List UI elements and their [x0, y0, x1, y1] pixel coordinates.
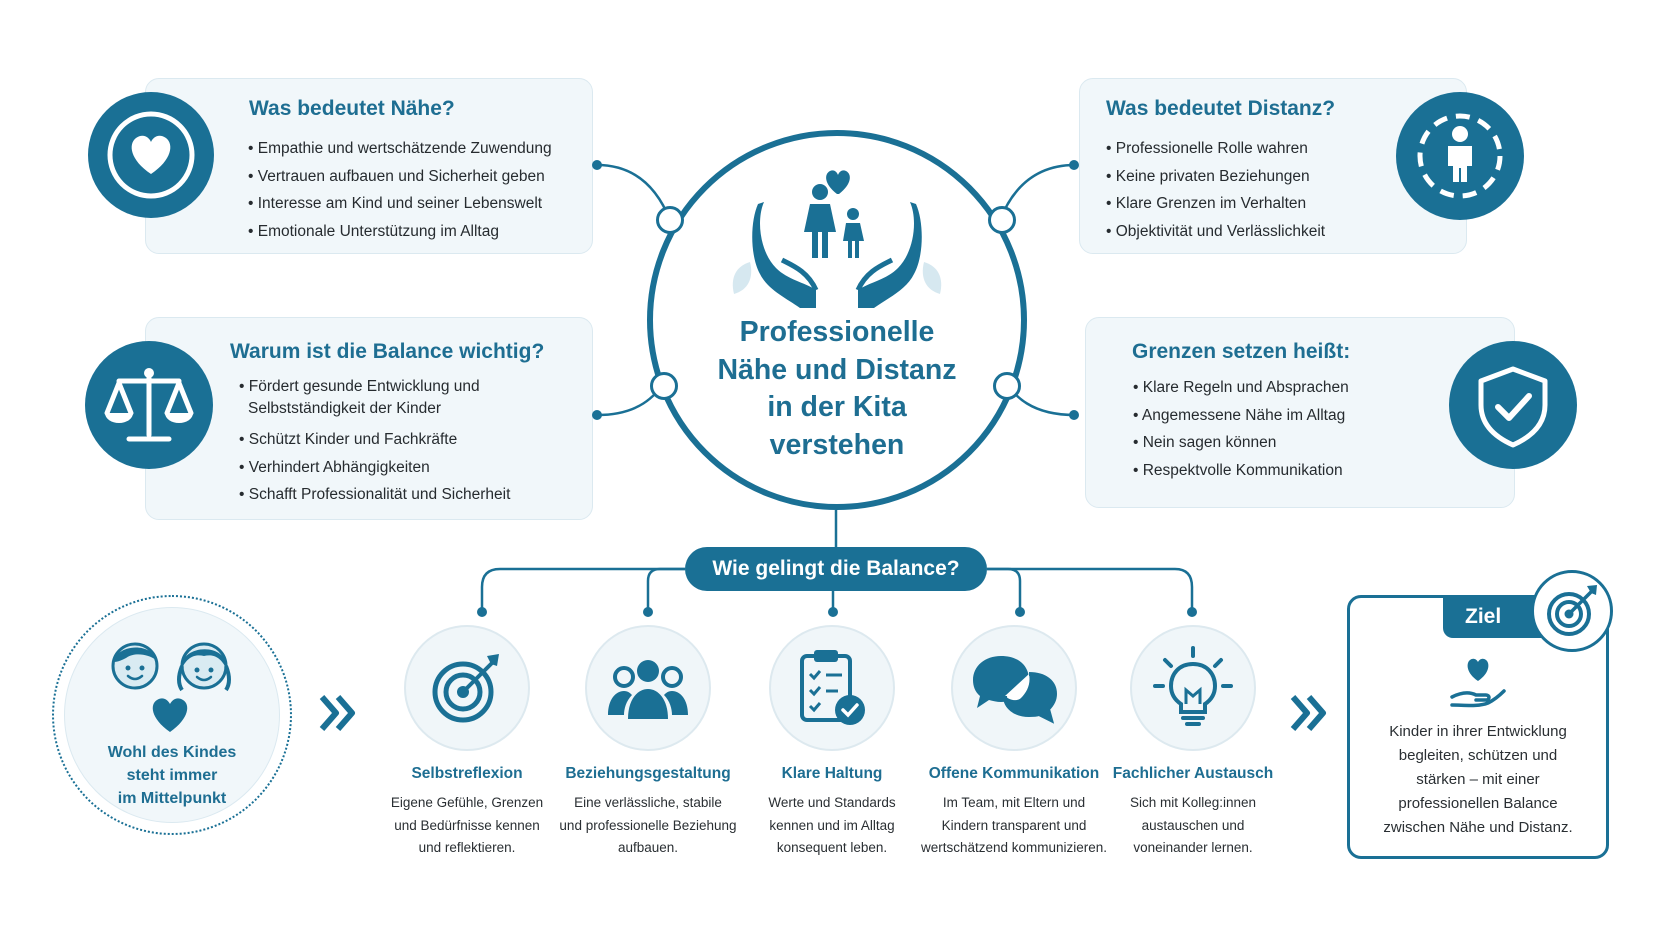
step-line: konsequent leben.	[776, 840, 888, 855]
connector-dot	[592, 410, 602, 420]
chevron-right-icon	[318, 693, 360, 733]
step-line: kennen und im Alltag	[769, 817, 895, 833]
ziel-line: stärken – mit einer	[1416, 771, 1540, 788]
wohl-line: im Mittelpunkt	[117, 790, 227, 807]
step-text: Sich mit Kolleg:innen austauschen und vo…	[1093, 792, 1293, 860]
step-klare-haltung	[769, 625, 895, 751]
card-grenzen-title: Grenzen setzen heißt:	[1132, 340, 1351, 363]
children-heart-icon	[104, 634, 240, 734]
step-title: Selbstreflexion	[411, 765, 523, 782]
scales-icon	[85, 341, 213, 469]
card-balance-title: Warum ist die Balance wichtig?	[230, 340, 545, 363]
center-title-line: Nähe und Distanz	[717, 353, 957, 386]
target-arrow-icon	[1531, 570, 1613, 652]
connector-dot	[1069, 160, 1079, 170]
center-title-line: verstehen	[769, 428, 905, 461]
connector-node	[988, 206, 1016, 234]
center-title: Professionelle Nähe und Distanz in der K…	[647, 314, 1027, 464]
card-naehe-list: Empathie und wertschätzende Zuwendung Ve…	[248, 135, 588, 245]
step-line: Kindern transparent und	[941, 817, 1087, 833]
step-title: Offene Kommunikation	[928, 765, 1100, 782]
list-item: Keine privaten Beziehungen	[1106, 163, 1406, 191]
shield-check-icon	[1449, 341, 1577, 469]
list-item: Klare Regeln und Absprachen	[1133, 374, 1433, 402]
list-item: Angemessene Nähe im Alltag	[1133, 402, 1433, 430]
step-fachlicher-austausch	[1130, 625, 1256, 751]
ziel-line: professionellen Balance	[1398, 795, 1558, 812]
card-balance: Warum ist die Balance wichtig? Fördert g…	[145, 317, 593, 520]
ziel-line: begleiten, schützen und	[1398, 747, 1558, 764]
lightbulb-icon	[1153, 646, 1233, 726]
step-text: Im Team, mit Eltern und Kindern transpar…	[904, 792, 1124, 860]
list-item: Professionelle Rolle wahren	[1106, 135, 1406, 163]
list-item: Objektivität und Verlässlichkeit	[1106, 218, 1406, 246]
step-line: Eigene Gefühle, Grenzen	[390, 795, 544, 810]
card-naehe: Was bedeutet Nähe? Empathie und wertschä…	[145, 78, 593, 254]
step-text: Werte und Standards kennen und im Alltag…	[732, 792, 932, 860]
step-line: austauschen und	[1141, 817, 1245, 833]
step-title: Klare Haltung	[781, 765, 883, 782]
list-item: Schützt Kinder und Fachkräfte	[239, 426, 539, 454]
list-item: Fördert gesunde Entwicklung und Selbstst…	[239, 376, 539, 426]
card-distanz-title: Was bedeutet Distanz?	[1106, 97, 1336, 120]
card-naehe-title: Was bedeutet Nähe?	[249, 97, 455, 120]
chevron-right-icon	[1289, 693, 1331, 733]
center-title-line: in der Kita	[767, 391, 907, 423]
list-item: Nein sagen können	[1133, 429, 1433, 457]
connector-node	[650, 372, 678, 400]
connector-dot	[592, 160, 602, 170]
step-beziehungsgestaltung	[585, 625, 711, 751]
step-line: Sich mit Kolleg:innen	[1129, 795, 1257, 810]
list-item: Verhindert Abhängigkeiten	[239, 454, 539, 482]
step-title: Beziehungsgestaltung	[565, 765, 731, 782]
step-selbstreflexion	[404, 625, 530, 751]
list-item: Klare Grenzen im Verhalten	[1106, 190, 1406, 218]
list-item: Empathie und wertschätzende Zuwendung	[248, 135, 588, 163]
step-offene-kommunikation	[951, 625, 1077, 751]
card-distanz-list: Professionelle Rolle wahren Keine privat…	[1106, 135, 1406, 245]
card-balance-list: Fördert gesunde Entwicklung und Selbstst…	[239, 376, 539, 509]
wohl-line: Wohl des Kindes	[107, 744, 237, 761]
group-icon	[608, 660, 688, 719]
clipboard-check-icon	[800, 650, 865, 725]
hand-heart-icon	[1448, 653, 1508, 711]
list-item: Schafft Professionalität und Sicherheit	[239, 481, 539, 509]
step-line: Werte und Standards	[768, 795, 896, 810]
hands-family-heart-icon	[716, 160, 958, 310]
wohl-line: steht immer	[126, 767, 218, 784]
step-title: Fachlicher Austausch	[1112, 765, 1274, 782]
ziel-text: Kinder in ihrer Entwicklung begleiten, s…	[1356, 720, 1600, 840]
step-line: und professionelle Beziehung	[559, 817, 737, 833]
center-title-line: Professionelle	[739, 316, 935, 348]
person-boundary-icon	[1396, 92, 1524, 220]
wohl-circle-outline	[52, 595, 292, 835]
target-icon	[432, 654, 499, 723]
step-line: und reflektieren.	[418, 840, 516, 855]
connector-node	[993, 372, 1021, 400]
step-line: wertschätzend kommunizieren.	[920, 840, 1108, 855]
balance-pill: Wie gelingt die Balance?	[685, 547, 987, 591]
ziel-line: zwischen Nähe und Distanz.	[1383, 819, 1573, 836]
step-line: Im Team, mit Eltern und	[942, 795, 1086, 810]
step-line: und Bedürfnisse kennen	[394, 817, 540, 833]
card-grenzen: Grenzen setzen heißt: Klare Regeln und A…	[1085, 317, 1515, 508]
step-line: Eine verlässliche, stabile	[574, 795, 722, 810]
wohl-text: Wohl des Kindes steht immer im Mittelpun…	[72, 741, 272, 810]
connector-node	[656, 206, 684, 234]
step-line: voneinander lernen.	[1133, 840, 1253, 855]
list-item: Respektvolle Kommunikation	[1133, 457, 1433, 485]
card-grenzen-list: Klare Regeln und Absprachen Angemessene …	[1133, 374, 1433, 484]
step-text: Eine verlässliche, stabile und professio…	[548, 792, 748, 860]
list-item: Interesse am Kind und seiner Lebenswelt	[248, 190, 588, 218]
chat-bubbles-icon	[973, 656, 1057, 724]
list-item: Emotionale Unterstützung im Alltag	[248, 218, 588, 246]
step-text: Eigene Gefühle, Grenzen und Bedürfnisse …	[367, 792, 567, 860]
heart-icon	[88, 92, 214, 218]
ziel-line: Kinder in ihrer Entwicklung	[1389, 723, 1567, 740]
step-line: aufbauen.	[617, 840, 679, 855]
list-item: Vertrauen aufbauen und Sicherheit geben	[248, 163, 588, 191]
ziel-box	[1347, 595, 1609, 859]
connector-dot	[1069, 410, 1079, 420]
